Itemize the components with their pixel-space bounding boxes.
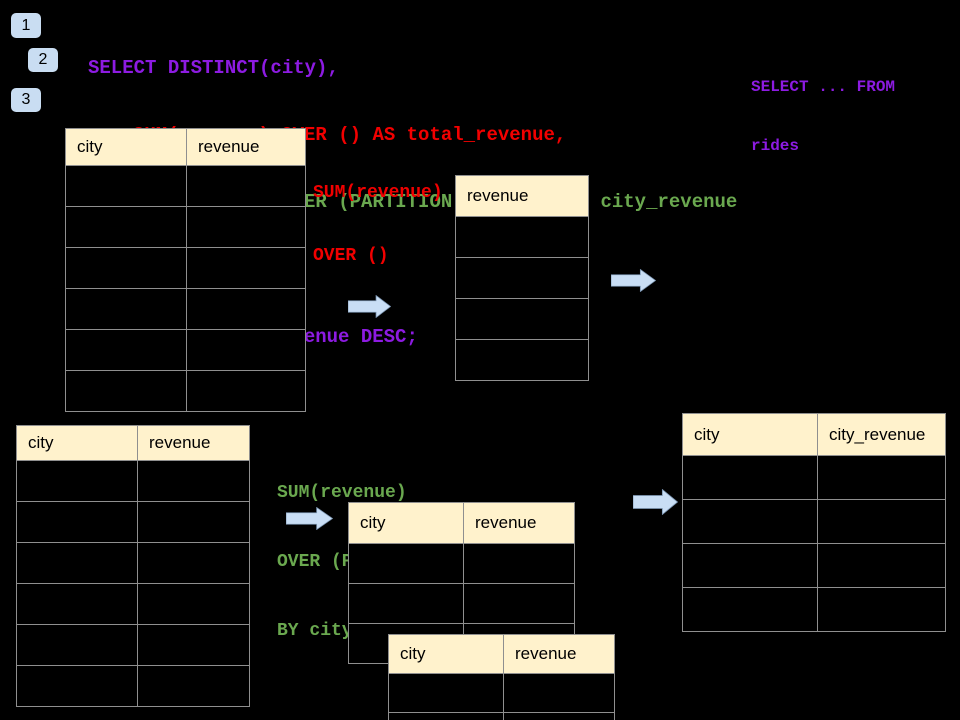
empty-cell — [455, 257, 589, 299]
table-row — [65, 288, 306, 330]
side-note-line-2: rides — [751, 136, 800, 155]
table-source-bottom: city revenue — [16, 425, 250, 707]
empty-cell — [388, 712, 504, 720]
empty-cell — [137, 501, 250, 543]
empty-cell — [186, 165, 306, 207]
empty-cell — [682, 543, 818, 588]
column-header-city: city — [348, 502, 464, 544]
empty-cell — [455, 216, 589, 258]
annotation-partition-line-1: SUM(revenue) — [277, 483, 407, 503]
column-header-revenue: revenue — [503, 634, 615, 674]
empty-cell — [186, 206, 306, 248]
empty-cell — [682, 587, 818, 632]
table-row — [348, 583, 575, 624]
table-result: city city_revenue — [682, 413, 946, 632]
empty-cell — [137, 665, 250, 707]
table-row — [16, 542, 250, 584]
column-header-city: city — [388, 634, 504, 674]
table-row — [348, 543, 575, 584]
table-row — [65, 370, 306, 412]
table-row — [682, 587, 946, 632]
column-header-revenue: revenue — [463, 502, 575, 544]
side-note-select-from-rides: SELECT ... FROM rides — [751, 39, 895, 195]
empty-cell — [16, 583, 138, 625]
empty-cell — [186, 370, 306, 412]
empty-cell — [348, 543, 464, 584]
side-note-line-1: SELECT ... FROM — [751, 78, 896, 96]
empty-cell — [65, 165, 187, 207]
empty-cell — [817, 587, 946, 632]
empty-cell — [817, 455, 946, 500]
empty-cell — [137, 583, 250, 625]
empty-cell — [65, 288, 187, 330]
table-source-top: city revenue — [65, 128, 306, 412]
empty-cell — [186, 329, 306, 371]
table-row — [16, 624, 250, 666]
empty-cell — [137, 542, 250, 584]
empty-cell — [455, 339, 589, 381]
table-partition-overlay: city revenue — [388, 634, 615, 720]
empty-cell — [65, 206, 187, 248]
table-row — [455, 298, 589, 340]
empty-cell — [682, 499, 818, 544]
empty-cell — [65, 329, 187, 371]
table-row — [65, 329, 306, 371]
block-arrow-right-icon — [348, 295, 391, 318]
annotation-total-line-1: SUM(revenue) — [313, 183, 443, 203]
step-badge-3: 3 — [11, 88, 41, 112]
table-row — [455, 216, 589, 258]
table-row — [682, 455, 946, 500]
empty-cell — [455, 298, 589, 340]
empty-cell — [186, 288, 306, 330]
table-row — [16, 501, 250, 543]
table-row — [65, 206, 306, 248]
empty-cell — [186, 247, 306, 289]
empty-cell — [817, 499, 946, 544]
empty-cell — [682, 455, 818, 500]
empty-cell — [16, 501, 138, 543]
table-row — [682, 543, 946, 588]
table-row — [65, 247, 306, 289]
block-arrow-right-icon — [611, 269, 656, 292]
column-header-city: city — [16, 425, 138, 461]
empty-cell — [388, 673, 504, 713]
column-header-city-revenue: city_revenue — [817, 413, 946, 456]
annotation-total-revenue: SUM(revenue) OVER () — [313, 141, 443, 309]
column-header-revenue: revenue — [137, 425, 250, 461]
step-badge-1: 1 — [11, 13, 41, 38]
empty-cell — [16, 665, 138, 707]
column-header-revenue: revenue — [186, 128, 306, 166]
empty-cell — [65, 247, 187, 289]
table-row — [16, 460, 250, 502]
table-row — [65, 165, 306, 207]
column-header-revenue: revenue — [455, 175, 589, 217]
empty-cell — [503, 673, 615, 713]
empty-cell — [463, 543, 575, 584]
sql-line-select: SELECT DISTINCT(city), — [88, 56, 339, 79]
block-arrow-right-icon — [286, 507, 333, 530]
empty-cell — [16, 460, 138, 502]
empty-cell — [348, 583, 464, 624]
table-row — [16, 665, 250, 707]
step-badge-2: 2 — [28, 48, 58, 72]
table-row — [455, 257, 589, 299]
annotation-total-line-2: OVER () — [313, 246, 389, 266]
empty-cell — [65, 370, 187, 412]
empty-cell — [503, 712, 615, 720]
empty-cell — [137, 460, 250, 502]
column-header-city: city — [682, 413, 818, 456]
table-row — [388, 673, 615, 713]
column-header-city: city — [65, 128, 187, 166]
empty-cell — [137, 624, 250, 666]
empty-cell — [16, 624, 138, 666]
table-row — [682, 499, 946, 544]
table-revenue-only: revenue — [455, 175, 589, 381]
block-arrow-right-icon — [633, 489, 678, 515]
table-row — [388, 712, 615, 720]
table-row — [455, 339, 589, 381]
empty-cell — [16, 542, 138, 584]
empty-cell — [463, 583, 575, 624]
empty-cell — [817, 543, 946, 588]
table-row — [16, 583, 250, 625]
